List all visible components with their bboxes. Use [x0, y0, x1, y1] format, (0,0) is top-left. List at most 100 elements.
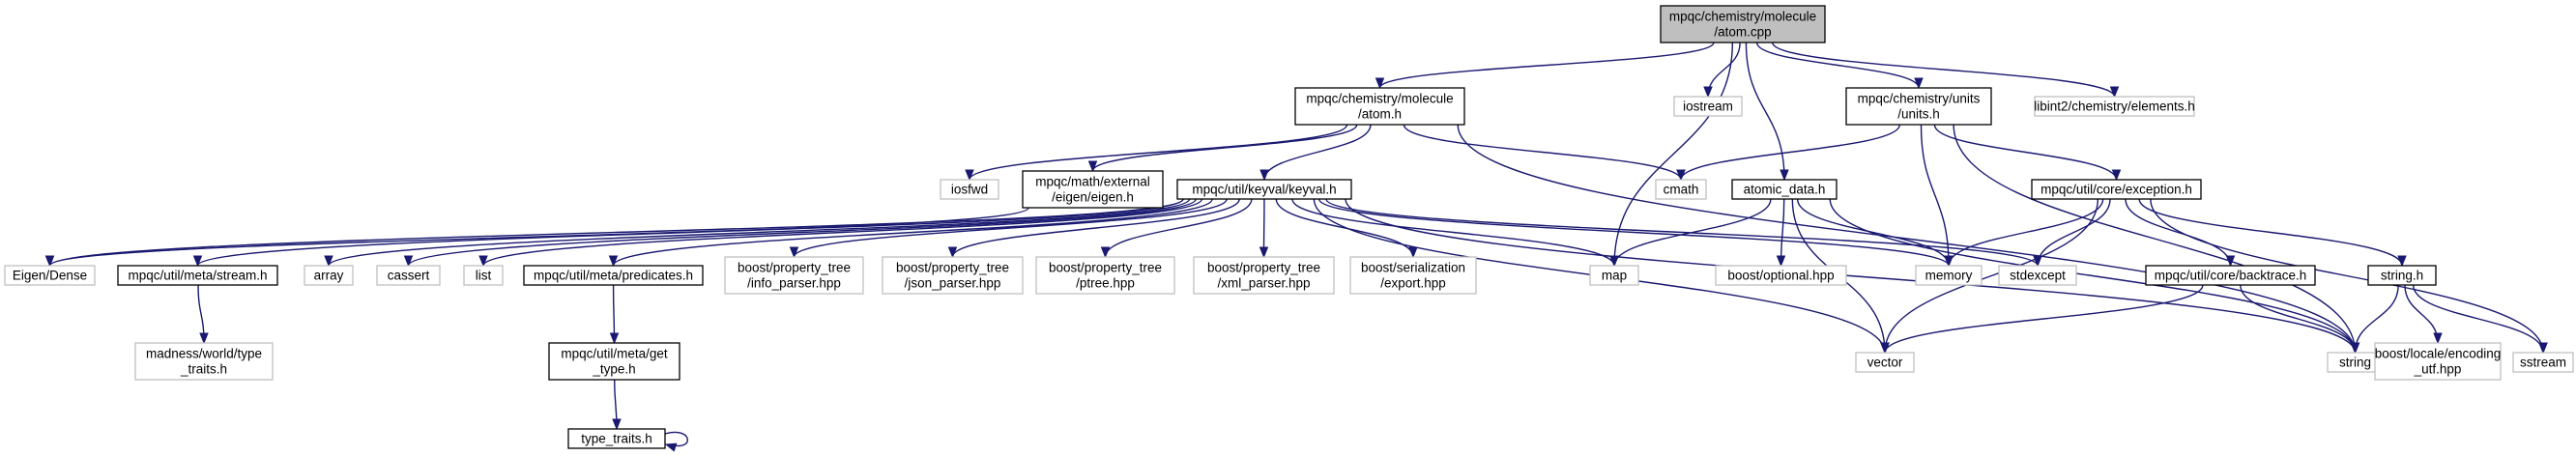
- edge-units-h-to-cmath: [1676, 124, 1901, 182]
- node-label: madness/world/type: [146, 347, 262, 361]
- node-label: /atom.h: [1358, 107, 1402, 122]
- node-label: list: [476, 269, 492, 283]
- edge-exception-h-to-string-h: [2138, 198, 2407, 268]
- node-libint-elements: libint2/chemistry/elements.h: [2034, 96, 2195, 117]
- node-ptree: boost/property_tree/ptree.hpp: [1035, 256, 1175, 295]
- edge-get-type-h-to-type-traits-h: [612, 379, 622, 431]
- node-label: Eigen/Dense: [13, 269, 87, 283]
- node-atom-h[interactable]: mpqc/chemistry/molecule/atom.h: [1294, 87, 1465, 126]
- node-label: libint2/chemistry/elements.h: [2034, 100, 2195, 114]
- edge-keyval-h-to-stream-h: [192, 198, 1184, 268]
- edges-layer: [44, 42, 2548, 452]
- node-label: stdexcept: [2010, 269, 2066, 283]
- node-exception-h[interactable]: mpqc/util/core/exception.h: [2031, 179, 2202, 200]
- node-label: _type.h: [592, 362, 635, 377]
- node-label: array: [314, 269, 344, 283]
- node-box: [940, 179, 999, 200]
- node-atomic-data-h[interactable]: atomic_data.h: [1731, 179, 1838, 200]
- edge-keyval-h-to-info-parser: [789, 198, 1228, 259]
- node-box: [1176, 179, 1352, 200]
- node-label: boost/property_tree: [738, 261, 851, 275]
- edge-string-h-to-boost-locale-utf: [2404, 284, 2443, 345]
- node-label: _utf.hpp: [2414, 362, 2462, 377]
- node-box: [567, 428, 666, 449]
- node-label: mpqc/math/external: [1035, 175, 1150, 189]
- node-xml-parser: boost/property_tree/xml_parser.hpp: [1193, 256, 1335, 295]
- node-label: memory: [1925, 269, 1973, 283]
- node-label: iosfwd: [951, 183, 988, 197]
- node-label: mpqc/util/meta/get: [561, 347, 668, 361]
- node-cassert: cassert: [376, 265, 441, 286]
- node-box: [1193, 256, 1335, 295]
- node-stream-h[interactable]: mpqc/util/meta/stream.h: [117, 265, 278, 286]
- node-eigen-h[interactable]: mpqc/math/external/eigen/eigen.h: [1022, 170, 1164, 209]
- node-label: mpqc/chemistry/units: [1858, 92, 1981, 106]
- node-box: [1845, 87, 1992, 126]
- node-label: type_traits.h: [581, 432, 652, 446]
- node-label: string.h: [2381, 269, 2423, 283]
- edge-atomic-data-h-to-memory: [1796, 198, 1954, 268]
- node-label: mpqc/chemistry/molecule: [1669, 10, 1816, 24]
- node-predicates-h[interactable]: mpqc/util/meta/predicates.h: [523, 265, 704, 286]
- edge-keyval-h-to-stdexcept: [1325, 198, 2042, 268]
- edge-keyval-h-to-eigen-dense: [44, 198, 1184, 268]
- edge-keyval-h-to-json-parser: [947, 198, 1240, 259]
- node-sstream: sstream: [2512, 352, 2574, 373]
- node-box: [2031, 179, 2202, 200]
- node-serialization-export: boost/serialization/export.hpp: [1349, 256, 1477, 295]
- node-box: [548, 342, 680, 381]
- node-vector: vector: [1855, 352, 1915, 373]
- node-boost-optional: boost/optional.hpp: [1715, 265, 1847, 286]
- edge-atom-h-to-keyval-h: [1259, 124, 1372, 182]
- node-json-parser: boost/property_tree/json_parser.hpp: [882, 256, 1024, 295]
- edge-root-to-atom-h: [1375, 42, 1715, 90]
- edge-atomic-data-h-to-boost-optional: [1776, 198, 1786, 268]
- edge-keyval-h-to-cassert: [403, 198, 1197, 268]
- node-root[interactable]: mpqc/chemistry/molecule/atom.cpp: [1660, 5, 1826, 43]
- node-label: /ptree.hpp: [1076, 276, 1135, 291]
- node-madness-type-traits: madness/world/type_traits.h: [134, 342, 274, 381]
- node-box: [1731, 179, 1838, 200]
- node-label: boost/property_tree: [1049, 261, 1162, 275]
- node-label: /eigen/eigen.h: [1052, 190, 1134, 205]
- node-type-traits-h[interactable]: type_traits.h: [567, 428, 666, 449]
- node-box: [2034, 96, 2195, 117]
- node-box: [1660, 5, 1826, 43]
- node-box: [4, 265, 96, 286]
- node-units-h[interactable]: mpqc/chemistry/units/units.h: [1845, 87, 1992, 126]
- node-box: [2374, 342, 2502, 381]
- node-box: [1673, 96, 1743, 117]
- node-box: [463, 265, 504, 286]
- node-label: boost/optional.hpp: [1727, 269, 1834, 283]
- edge-predicates-h-to-get-type-h: [609, 284, 620, 345]
- edge-atom-h-to-cmath: [1403, 124, 1686, 182]
- nodes-layer: mpqc/chemistry/molecule/atom.cppmpqc/che…: [4, 5, 2574, 449]
- node-label: mpqc/util/meta/predicates.h: [534, 269, 693, 283]
- node-keyval-h[interactable]: mpqc/util/keyval/keyval.h: [1176, 179, 1352, 200]
- node-box: [2512, 352, 2574, 373]
- edge-keyval-h-to-array: [324, 198, 1191, 268]
- edge-stream-h-to-madness-type-traits: [197, 284, 209, 345]
- node-label: sstream: [2520, 356, 2566, 370]
- edge-exception-h-to-backtrace-h: [2125, 198, 2236, 268]
- edge-string-h-to-string: [2350, 284, 2399, 355]
- node-box: [2145, 265, 2316, 286]
- edge-keyval-h-to-xml-parser: [1259, 198, 1269, 259]
- node-iostream: iostream: [1673, 96, 1743, 117]
- node-label: /units.h: [1897, 107, 1940, 122]
- node-map: map: [1589, 265, 1639, 286]
- node-string: string: [2327, 352, 2384, 373]
- node-boost-locale-utf: boost/locale/encoding_utf.hpp: [2374, 342, 2502, 381]
- edge-backtrace-h-to-vector: [1880, 284, 2204, 355]
- node-label: vector: [1867, 356, 1903, 370]
- node-get-type-h[interactable]: mpqc/util/meta/get_type.h: [548, 342, 680, 381]
- node-label: cmath: [1664, 183, 1699, 197]
- node-label: /export.hpp: [1380, 276, 1446, 291]
- node-label: map: [1602, 269, 1627, 283]
- node-string-h[interactable]: string.h: [2367, 265, 2437, 286]
- node-backtrace-h[interactable]: mpqc/util/core/backtrace.h: [2145, 265, 2316, 286]
- edge-keyval-h-to-predicates-h: [608, 198, 1213, 268]
- node-label: string: [2339, 356, 2371, 370]
- node-box: [2367, 265, 2437, 286]
- node-label: _traits.h: [180, 362, 227, 377]
